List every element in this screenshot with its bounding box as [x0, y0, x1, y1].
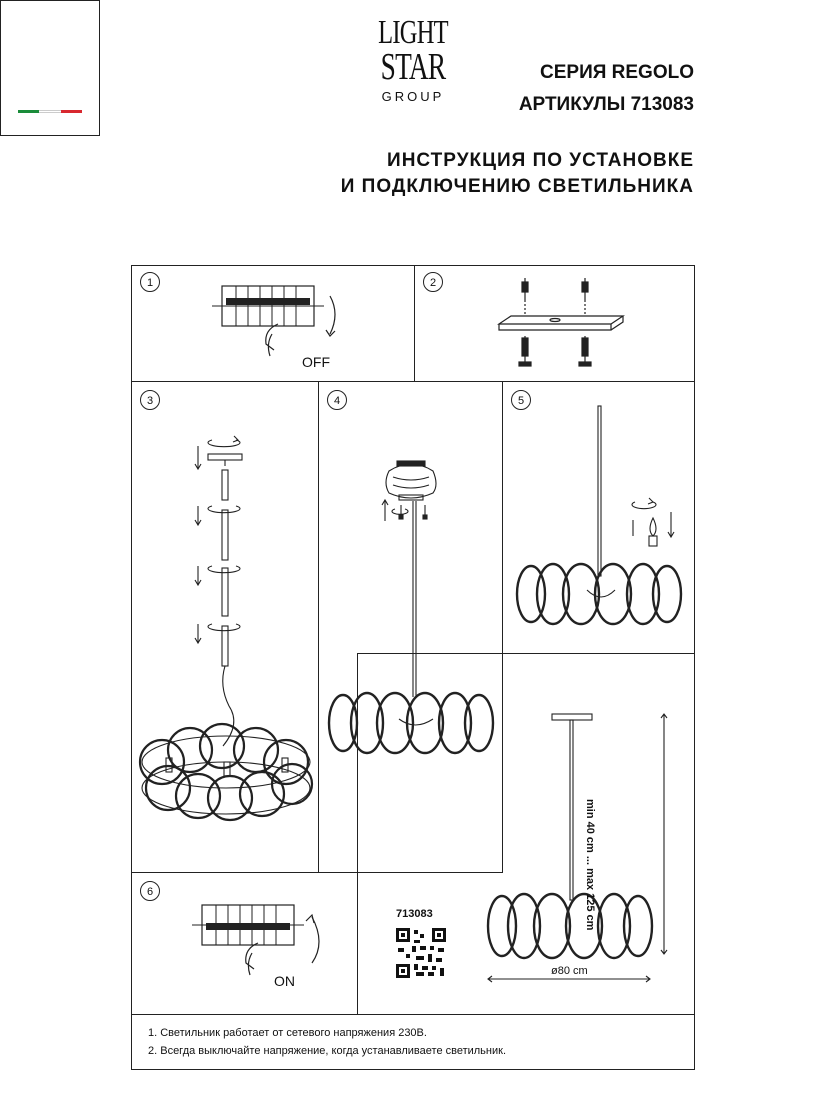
- instruction-title-line2: И ПОДКЛЮЧЕНИЮ СВЕТИЛЬНИКА: [340, 176, 694, 197]
- step-panel-1: 1 OFF: [131, 265, 415, 382]
- on-label: ON: [274, 973, 295, 989]
- instruction-title-line1: ИНСТРУКЦИЯ ПО УСТАНОВКЕ: [387, 150, 694, 171]
- bulb-install-icon: [515, 405, 683, 626]
- diameter-label: ø80 cm: [551, 965, 588, 977]
- step-panel-6: 6 ON: [131, 872, 358, 1015]
- step-panel-5: 5: [502, 381, 695, 654]
- step-panel-2: 2: [414, 265, 695, 382]
- step-number: 2: [423, 272, 443, 292]
- step-number: 4: [327, 390, 347, 410]
- step-number: 1: [140, 272, 160, 292]
- note-item: 1. Светильник работает от сетевого напря…: [148, 1027, 427, 1039]
- brand-logo: LIGHT STAR GROUP: [0, 0, 449, 136]
- article-number: 713083: [396, 908, 433, 920]
- dimensions-panel: 713083 ø80 cm: [357, 653, 695, 1015]
- canopy-attach-icon: [327, 460, 495, 755]
- breaker-off-icon: [212, 285, 336, 357]
- mounting-bracket-icon: [497, 278, 625, 367]
- qr-code-icon: [396, 928, 446, 978]
- note-item: 2. Всегда выключайте напряжение, когда у…: [148, 1045, 507, 1057]
- notes-box: 1. Светильник работает от сетевого напря…: [131, 1014, 695, 1070]
- off-label: OFF: [302, 354, 330, 370]
- logo-text-light: LIGHT: [378, 14, 449, 51]
- breaker-on-icon: [192, 904, 320, 976]
- step-number: 3: [140, 390, 160, 410]
- pendant-dimension-drawing: [486, 713, 668, 983]
- step-panel-3: 3: [131, 381, 319, 873]
- logo-text-group: GROUP: [381, 89, 445, 104]
- step-number: 5: [511, 390, 531, 410]
- series-title: СЕРИЯ REGOLO: [540, 62, 694, 83]
- flag-stripe: [18, 110, 82, 113]
- logo-text-star: STAR: [380, 46, 447, 88]
- height-label: min 40 cm ... max 125 cm: [584, 799, 596, 931]
- assembly-rods-icon: [138, 435, 314, 822]
- step-number: 6: [140, 881, 160, 901]
- article-title: АРТИКУЛЫ 713083: [518, 94, 694, 115]
